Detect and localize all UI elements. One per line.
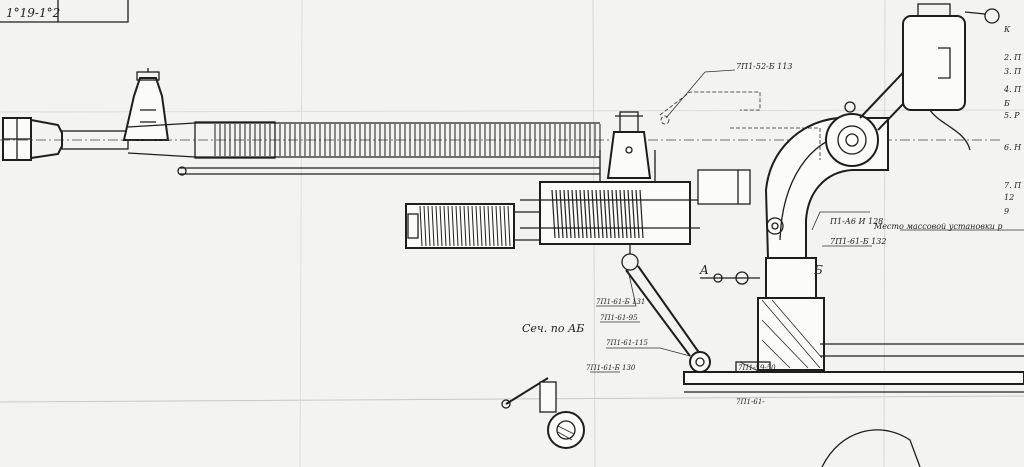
muzzle-brake: [2, 117, 129, 161]
title-stamp: 1°19-1°2: [0, 0, 129, 23]
support-leg: [621, 244, 711, 373]
mass-note: Место массовой установки р: [873, 222, 1003, 231]
base-rail: [683, 343, 1024, 393]
note-item: 4. П: [1003, 85, 1022, 94]
buffer-coils: [419, 205, 511, 247]
label-part-130: 7П1-61-Б 130: [586, 364, 636, 372]
label-part-128: П1-А6 И 128: [829, 217, 883, 226]
section-label: Сеч. по АБ: [522, 322, 584, 335]
note-item: 7. П: [1004, 181, 1022, 190]
point-b: Б: [813, 263, 823, 277]
note-item: 12: [1004, 193, 1014, 202]
label-part-113: 7П1-52-Б 113: [736, 62, 792, 71]
oil-reservoir: [902, 3, 1000, 151]
label-part-131: 7П1-61-Б 131: [596, 298, 645, 306]
notes-column: К 2. П 3. П 4. П 5. Р 6. Н 7. П 12 9 Б: [1003, 25, 1022, 216]
note-item: 9: [1004, 207, 1009, 216]
feed-box: [697, 169, 751, 205]
stamp-code: 1°19-1°2: [6, 6, 60, 20]
note-item: Б: [1003, 99, 1010, 108]
note-item: 5. Р: [1004, 111, 1020, 120]
front-sight: [122, 68, 170, 141]
note-item: 2. П: [1003, 53, 1022, 62]
label-part-59: 7П1-59-50: [738, 364, 776, 372]
note-item: 6. Н: [1004, 143, 1022, 152]
point-a: A: [699, 263, 709, 277]
note-item: К: [1003, 25, 1011, 34]
label-part-61: 7П1-61-: [736, 398, 765, 406]
rear-sight: [606, 111, 652, 179]
cooling-fins: [214, 124, 601, 156]
section-detail: [501, 377, 921, 467]
part-labels: 7П1-52-Б 113 П1-А6 И 128 7П1-61-Б 132 7П…: [522, 62, 1003, 406]
note-item: 3. П: [1004, 67, 1022, 76]
recoil-spring: [551, 189, 644, 239]
label-part-115: 7П1-61-115: [606, 339, 649, 347]
label-part-95: 7П1-61-95: [600, 314, 638, 322]
phantom-linkage: [659, 91, 821, 160]
cradle-elbow: [764, 113, 889, 259]
pivot-pedestal: [700, 257, 825, 371]
leader-lines: [590, 69, 1024, 373]
label-part-132: 7П1-61-Б 132: [830, 237, 886, 246]
